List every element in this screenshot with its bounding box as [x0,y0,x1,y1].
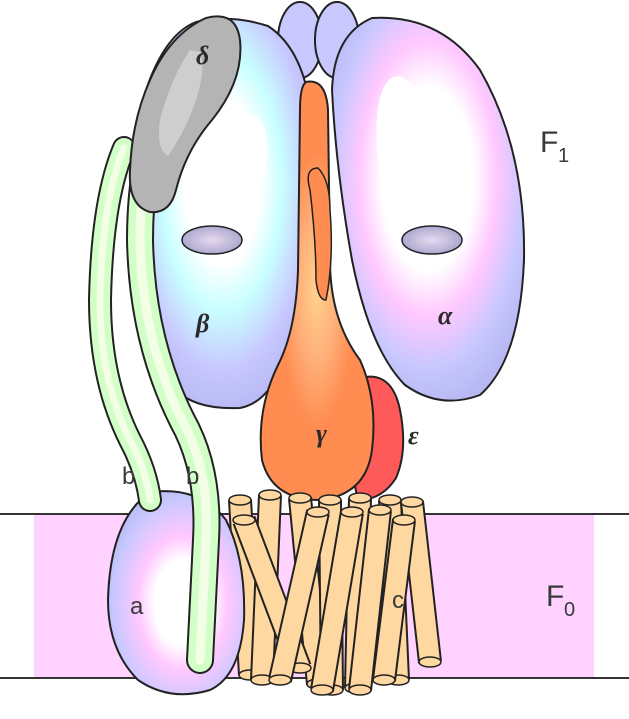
c-subunit-rod-cap [373,675,395,685]
c-subunit-rod-cap [233,515,255,525]
beta-binding-site [182,226,242,254]
epsilon-label: ε [408,421,419,450]
F1-label: F 1 [540,126,569,167]
c-subunit-rod-cap [369,505,391,515]
c-subunit-rod-cap [289,493,311,503]
b-label-right: b [186,463,199,490]
c-subunit-rod-cap [229,495,251,505]
a-subunit [108,491,244,694]
c-subunit-rod-cap [319,495,341,505]
alpha-subunit [332,18,524,401]
delta-label: δ [196,41,209,70]
gamma-label: γ [316,419,327,448]
c-subunit-rod-cap [311,685,333,695]
c-label: c [392,587,404,614]
c-subunit-rod-cap [259,490,281,500]
svg-text:1: 1 [558,145,569,167]
b-label-left: b [122,463,135,490]
c-subunit-rod-cap [269,675,291,685]
c-subunit-rod-cap [419,657,441,667]
beta-label: β [195,309,210,338]
c-subunit-rod-cap [307,507,329,517]
svg-text:F: F [540,126,558,159]
c-subunit-rod-cap [349,493,371,503]
c-subunit-rod-cap [393,515,415,525]
c-subunit-rod-cap [401,497,423,507]
c-subunit-rod-cap [341,507,363,517]
a-label: a [130,593,144,620]
alpha-label: α [438,301,453,330]
c-subunit-rod-cap [349,685,371,695]
svg-text:F: F [546,580,564,613]
c-subunit-rod-cap [379,495,401,505]
svg-text:0: 0 [564,599,575,621]
alpha-binding-site [402,226,462,254]
